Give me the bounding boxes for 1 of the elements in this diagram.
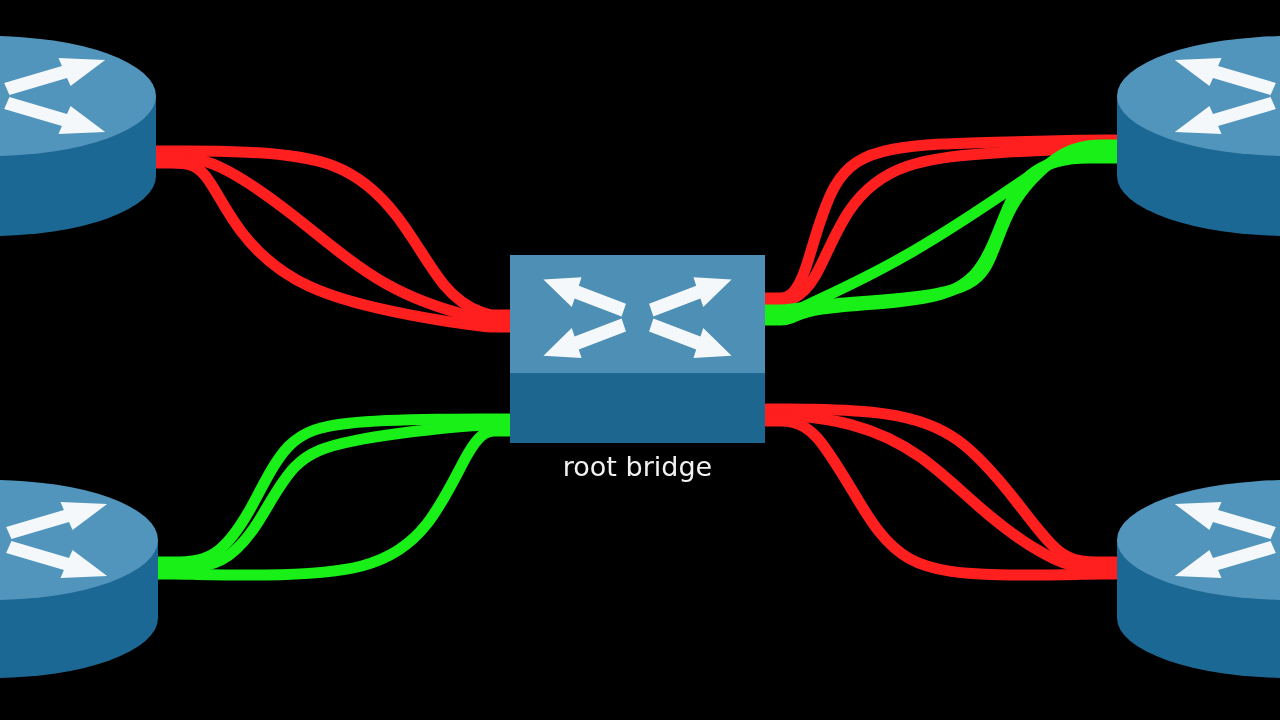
node-label: root bridge xyxy=(562,451,713,484)
